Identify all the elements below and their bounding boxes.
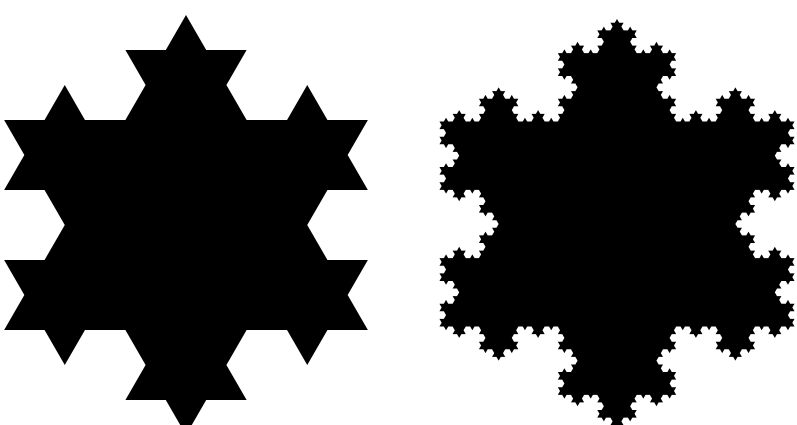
- koch-snowflake-right: [439, 19, 794, 425]
- koch-snowflake-left: [4, 15, 368, 425]
